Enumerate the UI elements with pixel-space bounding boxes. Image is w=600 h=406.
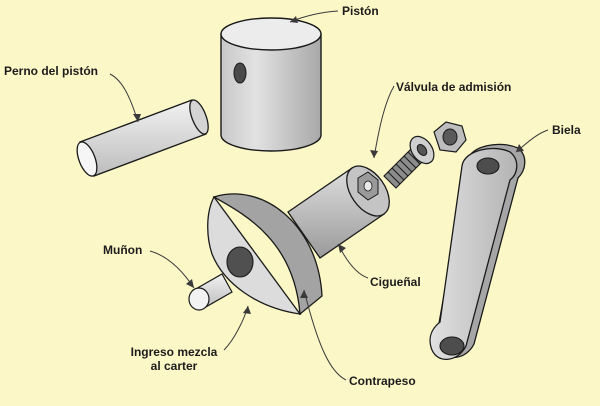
- label-intake-line1: Ingreso mezcla: [130, 345, 218, 359]
- label-crank-pin: Muñon: [103, 243, 143, 257]
- arrow-piston: [290, 16, 298, 23]
- valve-nut-part: [383, 121, 467, 189]
- label-connecting-rod: Biela: [552, 123, 581, 137]
- connecting-rod-part: [429, 143, 526, 360]
- label-intake-line2: al carter: [150, 359, 198, 373]
- piston-pin-part: [76, 99, 209, 177]
- label-intake: Ingreso mezcla al carter: [118, 345, 230, 373]
- leader-counterweight: [303, 289, 347, 381]
- arrow-intake: [243, 306, 251, 314]
- label-piston-pin: Perno del pistón: [4, 64, 99, 78]
- label-crankshaft: Cigueñal: [370, 275, 421, 289]
- label-piston: Pistón: [342, 4, 379, 18]
- label-intake-valve: Válvula de admisión: [396, 80, 512, 94]
- arrow-intake-valve: [370, 150, 378, 158]
- crank-pin-part: [188, 273, 233, 311]
- arrow-crankshaft: [338, 244, 346, 253]
- arrow-connecting-rod: [516, 144, 524, 152]
- leader-crank-pin: [149, 250, 195, 289]
- arrow-crank-pin: [186, 279, 194, 288]
- arrow-counterweight: [300, 290, 308, 298]
- leader-intake-valve: [373, 85, 395, 159]
- arrow-piston-pin: [133, 114, 141, 122]
- crankshaft-part: [287, 165, 390, 259]
- piston-part: [220, 17, 322, 152]
- leader-arrowheads: [133, 16, 524, 314]
- label-counterweight: Contrapeso: [349, 374, 416, 388]
- counterweight-part: [207, 193, 323, 316]
